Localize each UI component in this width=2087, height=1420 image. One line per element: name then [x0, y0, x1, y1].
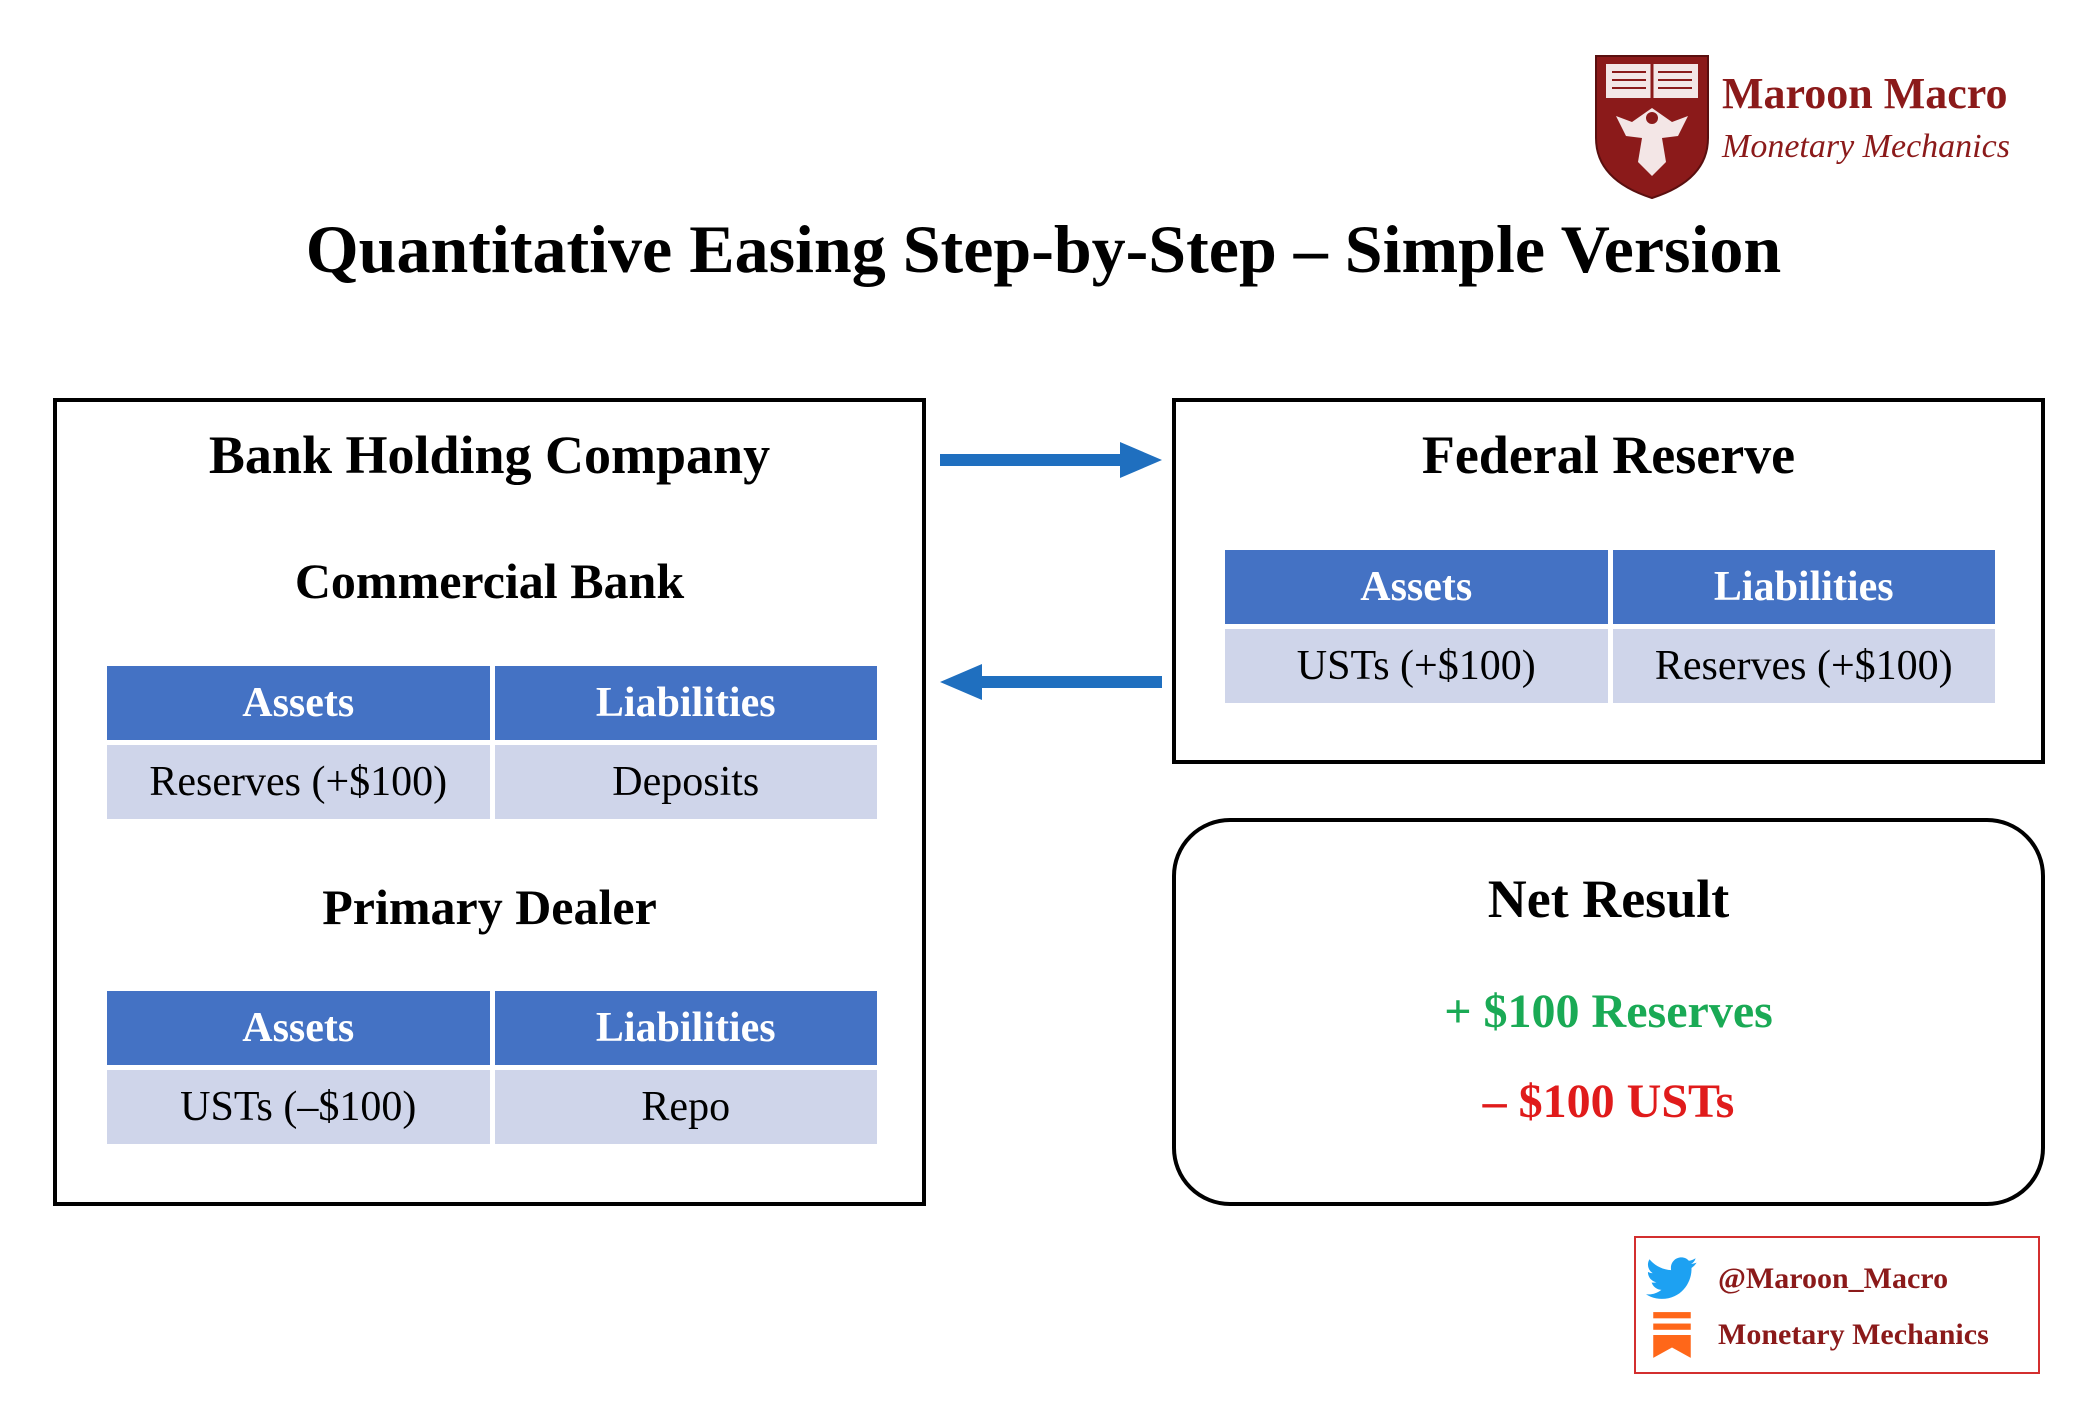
- federal-reserve-assets-cell: USTs (+$100): [1225, 629, 1608, 703]
- primary-dealer-assets-header: Assets: [107, 991, 490, 1065]
- brand-tagline: Monetary Mechanics: [1722, 128, 2010, 165]
- substack-link[interactable]: Monetary Mechanics: [1646, 1310, 1989, 1360]
- substack-icon: [1653, 1312, 1691, 1358]
- twitter-bird-icon: [1646, 1257, 1698, 1299]
- commercial-bank-assets-cell: Reserves (+$100): [107, 745, 490, 819]
- commercial-bank-liabilities-header: Liabilities: [494, 666, 877, 740]
- net-result-reserves-line: + $100 Reserves: [1444, 985, 1773, 1038]
- primary-dealer-balance-sheet: Assets Liabilities USTs (–$100) Repo: [102, 986, 882, 1149]
- commercial-bank-liabilities-cell: Deposits: [494, 745, 877, 819]
- twitter-link[interactable]: @Maroon_Macro: [1646, 1254, 1948, 1304]
- federal-reserve-liabilities-header: Liabilities: [1612, 550, 1995, 624]
- net-result-usts-line: – $100 USTs: [1482, 1075, 1735, 1128]
- brand-name: Maroon Macro: [1722, 69, 2008, 118]
- primary-dealer-title: Primary Dealer: [322, 879, 657, 935]
- federal-reserve-liabilities-cell: Reserves (+$100): [1612, 629, 1995, 703]
- commercial-bank-title: Commercial Bank: [294, 553, 685, 609]
- arrow-right-icon: [940, 442, 1162, 478]
- primary-dealer-liabilities-cell: Repo: [494, 1070, 877, 1144]
- bank-holding-company-title: Bank Holding Company: [208, 425, 771, 485]
- social-links-box: @Maroon_Macro Monetary Mechanics: [1634, 1236, 2040, 1374]
- federal-reserve-assets-header: Assets: [1225, 550, 1608, 624]
- net-result-box: [1172, 818, 2045, 1206]
- page-title: Quantitative Easing Step-by-Step – Simpl…: [305, 211, 1782, 287]
- federal-reserve-title: Federal Reserve: [1421, 425, 1796, 485]
- twitter-handle[interactable]: @Maroon_Macro: [1718, 1262, 1949, 1295]
- university-crest-logo: [1592, 52, 1712, 200]
- primary-dealer-assets-cell: USTs (–$100): [107, 1070, 490, 1144]
- substack-name[interactable]: Monetary Mechanics: [1718, 1318, 1989, 1351]
- commercial-bank-assets-header: Assets: [107, 666, 490, 740]
- federal-reserve-balance-sheet: Assets Liabilities USTs (+$100) Reserves…: [1220, 545, 2000, 708]
- arrow-left-icon: [940, 664, 1162, 700]
- commercial-bank-balance-sheet: Assets Liabilities Reserves (+$100) Depo…: [102, 661, 882, 824]
- primary-dealer-liabilities-header: Liabilities: [494, 991, 877, 1065]
- net-result-title: Net Result: [1487, 869, 1730, 929]
